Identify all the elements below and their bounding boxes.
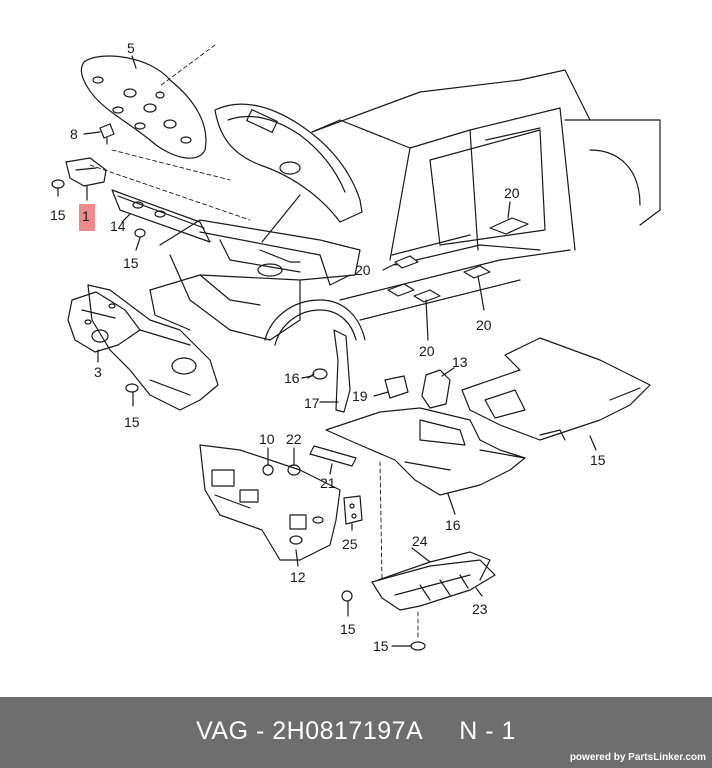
part-3-insulation-large xyxy=(87,284,219,411)
callout-25: 25 xyxy=(342,536,358,552)
leader-23 xyxy=(475,587,483,597)
part-10-strip xyxy=(309,445,357,467)
callout-20a: 20 xyxy=(504,185,520,201)
callout-19: 19 xyxy=(352,388,368,404)
leader-24 xyxy=(411,547,431,563)
leader-8 xyxy=(83,131,101,135)
leader-20c xyxy=(425,299,429,341)
part-8-clip xyxy=(99,123,115,145)
callout-10: 21 xyxy=(320,475,336,491)
callout-3: 3 xyxy=(94,364,102,380)
leader-10 xyxy=(329,463,333,475)
leader-19 xyxy=(373,391,389,397)
callout-5: 5 xyxy=(127,40,135,56)
part-15-washer-b xyxy=(134,228,146,238)
part-23-heat-shield xyxy=(371,559,496,611)
leader-12 xyxy=(295,549,299,567)
part-1-bracket xyxy=(65,157,107,187)
part-21-front-floor-mat xyxy=(325,407,526,496)
callout-15e: 15 xyxy=(340,621,356,637)
callout-16b: 22 xyxy=(286,431,302,447)
vehicle-body xyxy=(149,69,661,346)
callout-15d: 10 xyxy=(259,431,275,447)
callout-20d: 20 xyxy=(476,317,492,333)
footer-bar: VAG - 2H0817197A N - 1 powered by PartsLi… xyxy=(0,697,712,768)
callout-12: 12 xyxy=(290,569,306,585)
callout-24: 24 xyxy=(412,533,428,549)
callout-1: 1 xyxy=(82,208,90,224)
callout-20b: 20 xyxy=(355,262,371,278)
leader-20b xyxy=(382,263,396,271)
guide-lines-floor xyxy=(379,461,419,641)
callout-15b: 15 xyxy=(123,255,139,271)
part-15-washer-f xyxy=(410,641,426,651)
leader-21 xyxy=(447,493,456,515)
callout-15f: 15 xyxy=(373,638,389,654)
callout-21: 16 xyxy=(445,517,461,533)
part-5-hood-insulation xyxy=(80,55,207,159)
part-15-washer-c xyxy=(125,383,139,393)
part-20-pad-d xyxy=(463,265,491,279)
part-19-plate xyxy=(384,375,409,399)
callout-14: 14 xyxy=(110,218,126,234)
callout-16a: 16 xyxy=(284,370,300,386)
part-code: VAG - 2H0817197A xyxy=(196,717,424,745)
parts-diagram: 5 8 15 1 14 15 xyxy=(50,40,661,654)
part-22-rear-floor-mat xyxy=(461,337,651,441)
part-15-washer-e xyxy=(341,590,353,602)
leader-22 xyxy=(589,435,597,451)
part-12-firewall-insulation xyxy=(199,444,341,561)
part-14-seal-strip xyxy=(111,189,211,243)
powered-by-link[interactable]: powered by PartsLinker.com xyxy=(569,752,706,763)
callout-13: 13 xyxy=(452,354,468,370)
part-15-washer-a xyxy=(51,179,65,189)
callout-15c: 15 xyxy=(124,414,140,430)
position-number: N - 1 xyxy=(459,717,516,745)
leader-14 xyxy=(121,213,131,223)
footer-title: VAG - 2H0817197A N - 1 xyxy=(0,717,712,746)
leader-20d xyxy=(477,275,485,311)
callout-23: 23 xyxy=(472,601,488,617)
callout-15a: 15 xyxy=(50,207,66,223)
highlight-box-part-1 xyxy=(79,204,95,231)
part-20-pad-b xyxy=(387,255,419,297)
part-15-washer-d xyxy=(262,464,274,476)
leader-16a xyxy=(301,375,313,379)
part-13-tunnel-insulation xyxy=(421,369,451,409)
leader-5 xyxy=(131,55,137,69)
part-17-pillar-trim xyxy=(333,329,351,413)
part-3-insulation xyxy=(67,291,141,353)
part-20-pad-c xyxy=(413,289,441,303)
callout-17: 17 xyxy=(304,395,320,411)
callout-22: 15 xyxy=(590,452,606,468)
part-25-bracket xyxy=(343,495,363,525)
part-20-pad-a xyxy=(489,217,529,235)
leader-13 xyxy=(441,367,455,377)
callout-20c: 20 xyxy=(419,343,435,359)
leader-15b xyxy=(135,237,141,251)
callout-8: 8 xyxy=(70,126,78,142)
part-16-fastener-a xyxy=(307,368,328,380)
guide-lines-hood xyxy=(89,44,251,221)
leader-20a xyxy=(507,201,511,219)
